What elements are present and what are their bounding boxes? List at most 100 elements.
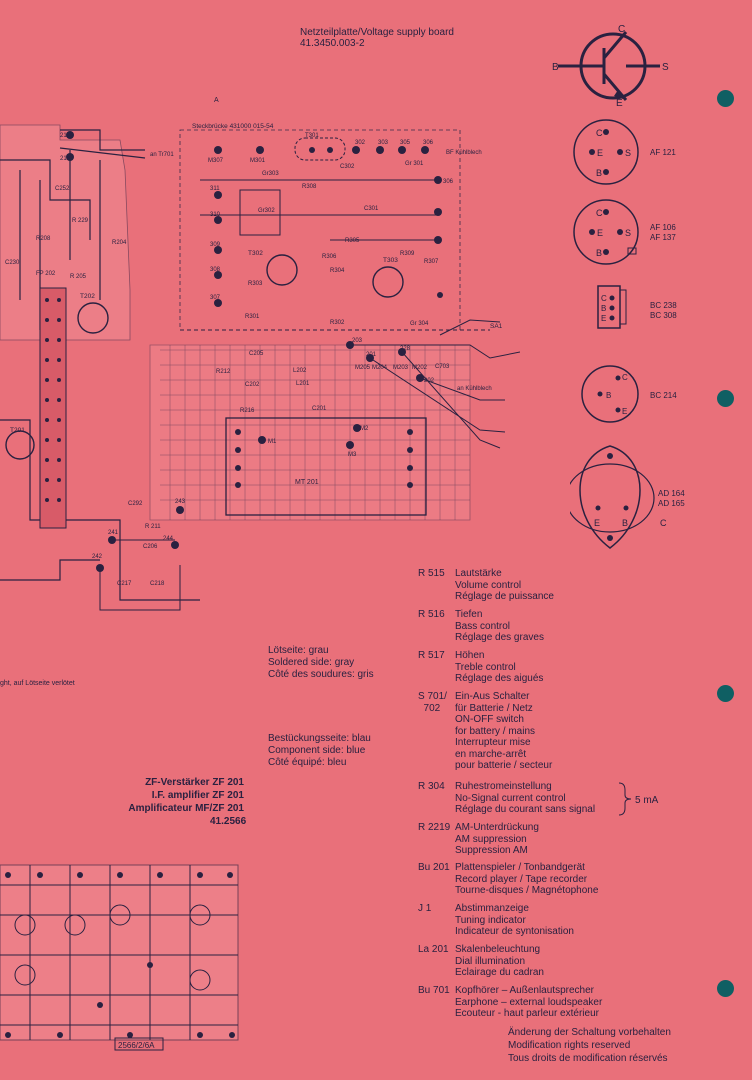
- r204-label: R204: [112, 240, 127, 246]
- bc238-name: BC 238: [650, 301, 677, 310]
- legend-code: Bu 701: [418, 985, 450, 996]
- sa1-label: SA1: [490, 323, 503, 330]
- component-side-fr: Côté équipé: bleu: [268, 757, 347, 768]
- r305-label: R305: [345, 238, 360, 244]
- board-part-number: 41.3450.003-2: [300, 38, 365, 49]
- m2-label: M2: [360, 426, 369, 432]
- r309-label: R309: [400, 251, 415, 257]
- bc238-pin-b: B: [601, 304, 606, 313]
- gr303-label: Gr303: [262, 171, 279, 177]
- pin-307-label: 307: [210, 295, 221, 301]
- legend-line: pour batterie / secteur: [455, 760, 553, 771]
- symbol-s-label: S: [662, 62, 669, 73]
- pin-306b-label: 306: [423, 140, 434, 146]
- legend-line: Dial illumination: [455, 955, 526, 967]
- pin-303-label: 303: [378, 140, 389, 146]
- pin-203-label: 203: [352, 338, 363, 344]
- r302-label: R302: [330, 320, 345, 326]
- transistor-symbol: B C E S: [552, 24, 669, 109]
- m3-label: M3: [348, 452, 357, 458]
- package-bc214: C B E BC 214: [581, 365, 677, 423]
- symbol-c-label: C: [618, 24, 625, 35]
- ad164-pin-b: B: [622, 518, 628, 528]
- m301-label: M301: [250, 158, 266, 164]
- r208-label: R208: [36, 236, 51, 242]
- pin-305-label: 305: [400, 140, 411, 146]
- r308-label: R308: [302, 184, 317, 190]
- bf-kuehlblech-label: BF Kühlblech: [446, 150, 482, 156]
- c206-label: C206: [143, 544, 158, 550]
- package-af121: C E S B AF 121: [573, 119, 676, 185]
- r301-label: R301: [245, 314, 260, 320]
- m307-label: M307: [208, 158, 224, 164]
- mt201-label: MT 201: [295, 479, 319, 486]
- r229-label: R 229: [72, 218, 89, 224]
- af121-pin-c: C: [596, 128, 603, 138]
- legend-line: Suppression AM: [455, 845, 528, 856]
- bc214-pin-e: E: [622, 407, 627, 416]
- if-board-diagram: 2566/2/6A: [0, 864, 239, 1051]
- main-board-diagram: Steckbrücke 431000 015-54 A an Tr701 BF …: [0, 97, 520, 611]
- bc214-pin-c: C: [622, 373, 628, 382]
- legend-line: Eclairage du cadran: [455, 967, 544, 978]
- legend-line: Höhen: [455, 650, 485, 661]
- legend-line: No-Signal current control: [455, 792, 566, 804]
- if-amp-fr: Amplificateur MF/ZF 201: [128, 803, 244, 814]
- af121-pin-s: S: [625, 148, 631, 158]
- pin-308-label: 308: [210, 267, 221, 273]
- legend-code: R 304: [418, 781, 445, 792]
- m203-label: M203: [393, 365, 409, 371]
- punch-hole: [717, 685, 734, 702]
- gr304-label: Gr 304: [410, 321, 429, 327]
- m204-label: M204: [372, 365, 388, 371]
- fp202-label: FP 202: [36, 271, 56, 277]
- pin-310-label: 310: [210, 212, 221, 218]
- if-amp-en: I.F. amplifier ZF 201: [151, 790, 244, 801]
- legend-line: Réglage de puissance: [455, 591, 554, 602]
- af106-pin-s: S: [625, 228, 631, 238]
- board-title: Netzteilplatte/Voltage supply board: [300, 27, 454, 38]
- af106-pin-e: E: [597, 228, 603, 238]
- legend-line: en marche-arrêt: [455, 748, 527, 760]
- legend-line: Treble control: [455, 661, 516, 673]
- ad165-name: AD 165: [658, 499, 685, 508]
- af137-name: AF 137: [650, 233, 676, 242]
- pin-311-label: 311: [210, 186, 220, 192]
- r212-label: R212: [216, 369, 231, 375]
- t202-label: T202: [80, 293, 95, 300]
- legend-line: for battery / mains: [455, 725, 536, 737]
- c201-label: C201: [312, 406, 327, 412]
- af106-pin-c: C: [596, 208, 603, 218]
- legend-line: Record player / Tape recorder: [455, 873, 588, 885]
- current-value: 5 mA: [635, 795, 659, 806]
- t302-label: T302: [248, 250, 263, 257]
- ad164-pin-c: C: [660, 518, 667, 528]
- legend-code: J 1: [418, 903, 432, 914]
- bc238-pin-e: E: [601, 314, 606, 323]
- footer-de: Änderung der Schaltung vorbehalten: [508, 1027, 671, 1038]
- legend-line: Tuning indicator: [455, 914, 526, 926]
- legend-line: Skalenbeleuchtung: [455, 944, 541, 955]
- solder-side-de: Lötseite: grau: [268, 645, 329, 656]
- punch-hole: [717, 390, 734, 407]
- symbol-b-label: B: [552, 62, 559, 73]
- af106-pin-b: B: [596, 248, 602, 258]
- legend-code: R 2219: [418, 822, 451, 833]
- l201-label: L201: [296, 381, 310, 387]
- af121-pin-e: E: [597, 148, 603, 158]
- bc214-name: BC 214: [650, 391, 677, 400]
- r307-label: R307: [424, 259, 439, 265]
- legend-code: La 201: [418, 944, 449, 955]
- legend-line: Ruhestromeinstellung: [455, 781, 552, 792]
- arrow-a-label: A: [214, 97, 219, 104]
- legend-code: R 516: [418, 609, 445, 620]
- package-ad164: E B C AD 164 AD 165: [570, 445, 685, 549]
- punch-hole: [717, 980, 734, 997]
- package-bc238: C B E BC 238 BC 308: [597, 285, 677, 329]
- c703-label: C703: [435, 364, 450, 370]
- pin-242-label: 242: [92, 554, 103, 560]
- r205-label: R 205: [70, 274, 87, 280]
- c252-label: C252: [55, 186, 70, 192]
- pin-243-label: 243: [175, 499, 186, 505]
- legend-line: Bass control: [455, 620, 511, 632]
